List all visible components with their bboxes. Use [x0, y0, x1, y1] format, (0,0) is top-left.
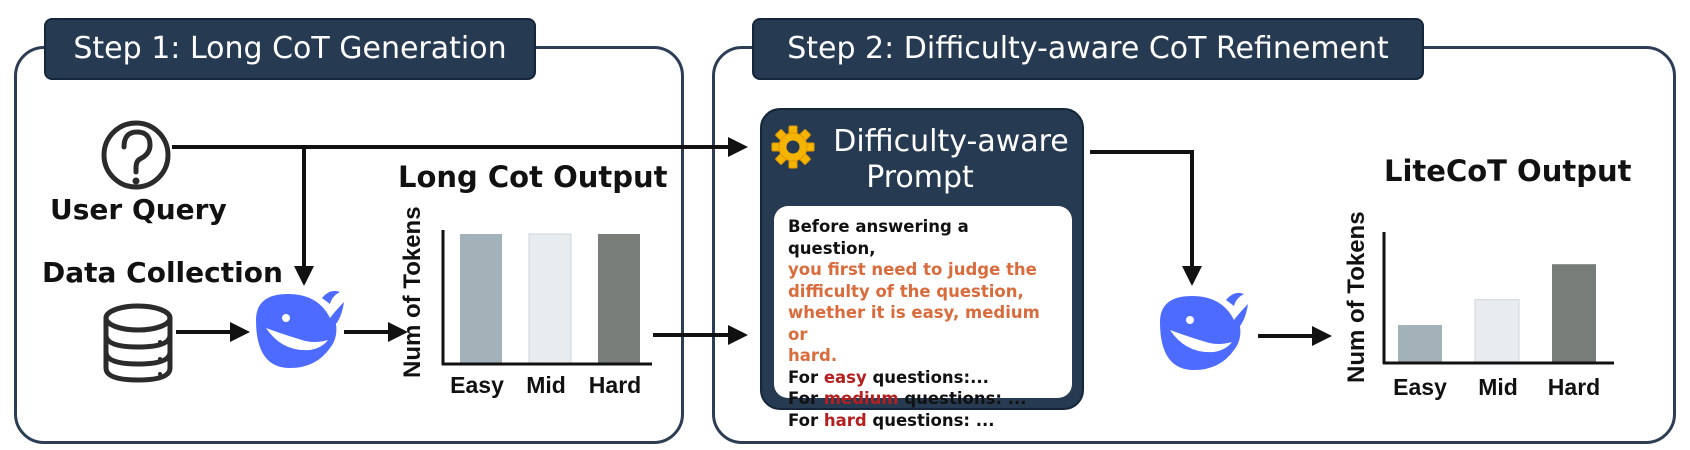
chart1-tick-easy: Easy [450, 372, 504, 398]
chart2-bar-mid [1474, 299, 1520, 364]
user-query-label: User Query [50, 193, 227, 226]
chart1-title: Long Cot Output [398, 160, 668, 194]
prompt-line: Before answering a question, [788, 217, 969, 258]
chart2-bar-hard [1552, 264, 1596, 363]
prompt-line: difficulty of the question, [788, 281, 1024, 301]
prompt-text: Before answering a question, you first n… [774, 206, 1072, 430]
prompt-title-line2: Prompt [866, 160, 974, 195]
data-collection-label: Data Collection [42, 256, 283, 289]
step1-title: Step 1: Long CoT Generation [44, 18, 536, 80]
chart2-bar-easy [1398, 325, 1442, 363]
chart1-tick-hard: Hard [588, 372, 642, 398]
prompt-line: you first need to judge the [788, 260, 1037, 279]
step2-title: Step 2: Difficulty-aware CoT Refinement [752, 18, 1424, 80]
gear-icon [771, 125, 815, 169]
chart2-tick-easy: Easy [1393, 374, 1447, 400]
chart1-bar-hard [598, 234, 640, 364]
chart2-tick-hard: Hard [1547, 374, 1601, 400]
chart1-bar-easy [460, 234, 502, 364]
chart1-bar-mid [528, 233, 572, 365]
whale-model-icon [256, 290, 344, 368]
difficulty-aware-prompt-box: Difficulty-aware Prompt Before answering… [760, 108, 1084, 430]
prompt-title-line1: Difficulty-aware [833, 124, 1069, 159]
prompt-line: hard. [788, 346, 838, 365]
chart2-title: LiteCoT Output [1384, 154, 1632, 188]
database-icon [103, 303, 173, 383]
prompt-to-model-arrow [1090, 150, 1202, 286]
whale-model-icon [1160, 292, 1248, 370]
prompt-line: whether it is easy, medium or [788, 303, 1040, 344]
prompt-hard-line: For hard questions: ... [788, 410, 995, 430]
chart1-tick-mid: Mid [526, 372, 566, 398]
chart2-tick-mid: Mid [1478, 374, 1518, 400]
prompt-medium-line: For medium questions: ... [788, 389, 1027, 408]
question-icon [101, 120, 171, 190]
prompt-easy-line: For easy questions:... [788, 367, 989, 387]
